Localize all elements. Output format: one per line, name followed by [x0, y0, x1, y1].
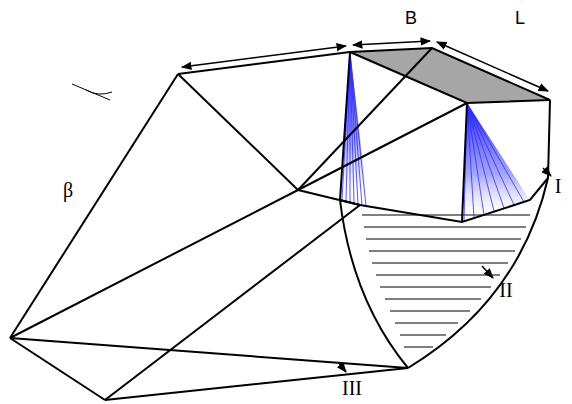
face-label: I	[555, 176, 562, 196]
curved-surface-hatch	[362, 215, 530, 347]
angle-arc	[86, 90, 112, 94]
footing	[350, 48, 550, 103]
dimension-label: L	[515, 9, 525, 27]
angle-label: β	[63, 180, 73, 200]
face-label: III	[342, 378, 362, 398]
face-pointer-arrows	[338, 168, 551, 372]
mechanism-edges	[10, 48, 550, 400]
blue-fan-left	[340, 52, 368, 206]
dimension-label: B	[405, 9, 417, 27]
dimension-arrows	[182, 41, 548, 91]
face-label: II	[499, 280, 512, 300]
